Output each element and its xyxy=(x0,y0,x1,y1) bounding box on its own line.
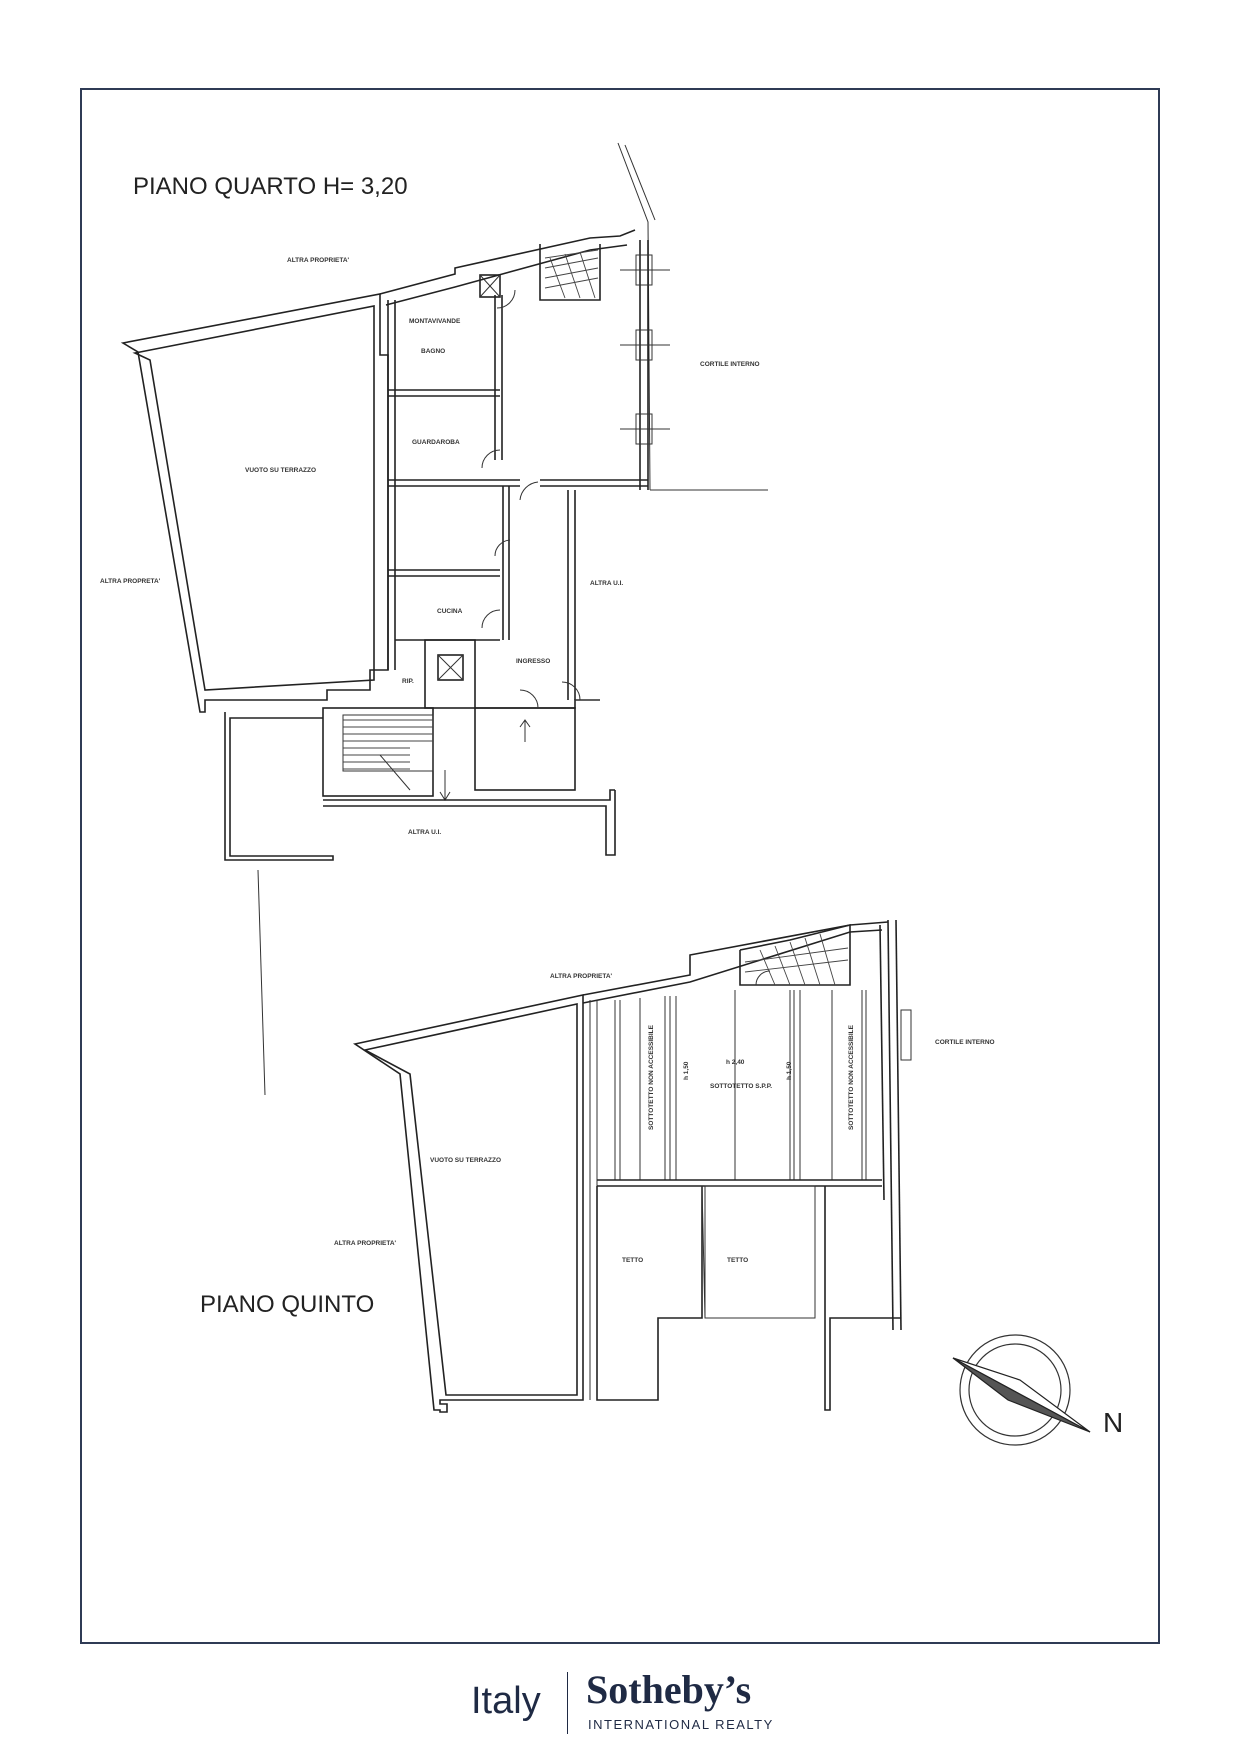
label-ingresso: INGRESSO xyxy=(516,658,550,665)
floor5-attic-strips xyxy=(589,990,882,1400)
label-montavivande: MONTAVIVANDE xyxy=(409,318,461,325)
floor4-title: PIANO QUARTO H= 3,20 xyxy=(133,173,408,200)
floor5-stair xyxy=(739,923,851,986)
floor4-terrace-inner xyxy=(132,305,375,691)
label-altra-proprieta-top: ALTRA PROPRIETA' xyxy=(287,257,350,264)
page-frame xyxy=(80,88,1160,1644)
label-f5-altra-proprieta-top: ALTRA PROPRIETA' xyxy=(550,973,613,980)
floor5-terrace-outline xyxy=(352,994,584,1413)
compass-north-letter: N xyxy=(1103,1407,1123,1438)
label-f5-tetto-2: TETTO xyxy=(727,1257,748,1264)
floor5-title: PIANO QUINTO xyxy=(200,1291,374,1318)
floor4-east-windows xyxy=(620,254,670,445)
label-cortile-interno: CORTILE INTERNO xyxy=(700,361,760,368)
label-guardaroba: GUARDAROBA xyxy=(412,439,460,446)
label-vuoto-su-terrazzo: VUOTO SU TERRAZZO xyxy=(245,467,316,474)
label-cucina: CUCINA xyxy=(437,608,463,615)
label-f5-sottotetto-na-2: SOTTOTETTO NON ACCESSIBILE xyxy=(848,1024,855,1130)
label-f5-tetto-1: TETTO xyxy=(622,1257,643,1264)
floor4-terrace-outline xyxy=(120,293,389,713)
label-f5-vuoto-su-terrazzo: VUOTO SU TERRAZZO xyxy=(430,1157,501,1164)
label-f5-h-right: h 1,50 xyxy=(786,1061,793,1080)
floor4-stair-bottom xyxy=(322,707,451,801)
brand-divider xyxy=(567,1672,568,1734)
label-altra-proprieta-left: ALTRA PROPRETA' xyxy=(100,578,161,585)
floor4-north-wall xyxy=(379,229,636,295)
floor4-stair-top xyxy=(539,244,601,301)
floor5-roof-blocks xyxy=(596,1185,901,1411)
label-f5-sottotetto-na-1: SOTTOTETTO NON ACCESSIBILE xyxy=(648,1024,655,1130)
label-f5-sottotetto-spp: SOTTOTETTO S.P.P. xyxy=(710,1083,772,1090)
floor-4-plan xyxy=(120,142,768,1096)
label-bagno: BAGNO xyxy=(421,348,445,355)
brand-region: Italy xyxy=(471,1680,541,1722)
brand-logo-name: Sotheby’s xyxy=(586,1667,752,1712)
floor-5-plan xyxy=(352,919,1091,1446)
label-altra-ui-right: ALTRA U.I. xyxy=(590,580,623,587)
brand-subtitle: INTERNATIONAL REALTY xyxy=(588,1717,774,1732)
label-f5-h-left: h 1,50 xyxy=(683,1061,690,1080)
compass-rose xyxy=(952,1334,1091,1446)
label-f5-altra-proprieta-left: ALTRA PROPRIETA' xyxy=(334,1240,397,1247)
floor4-south-outline xyxy=(224,712,334,861)
label-altra-ui-bottom: ALTRA U.I. xyxy=(408,829,441,836)
label-f5-h-center: h 2,40 xyxy=(726,1059,745,1066)
label-f5-cortile-interno: CORTILE INTERNO xyxy=(935,1039,995,1046)
label-rip: RIP. xyxy=(402,678,414,685)
